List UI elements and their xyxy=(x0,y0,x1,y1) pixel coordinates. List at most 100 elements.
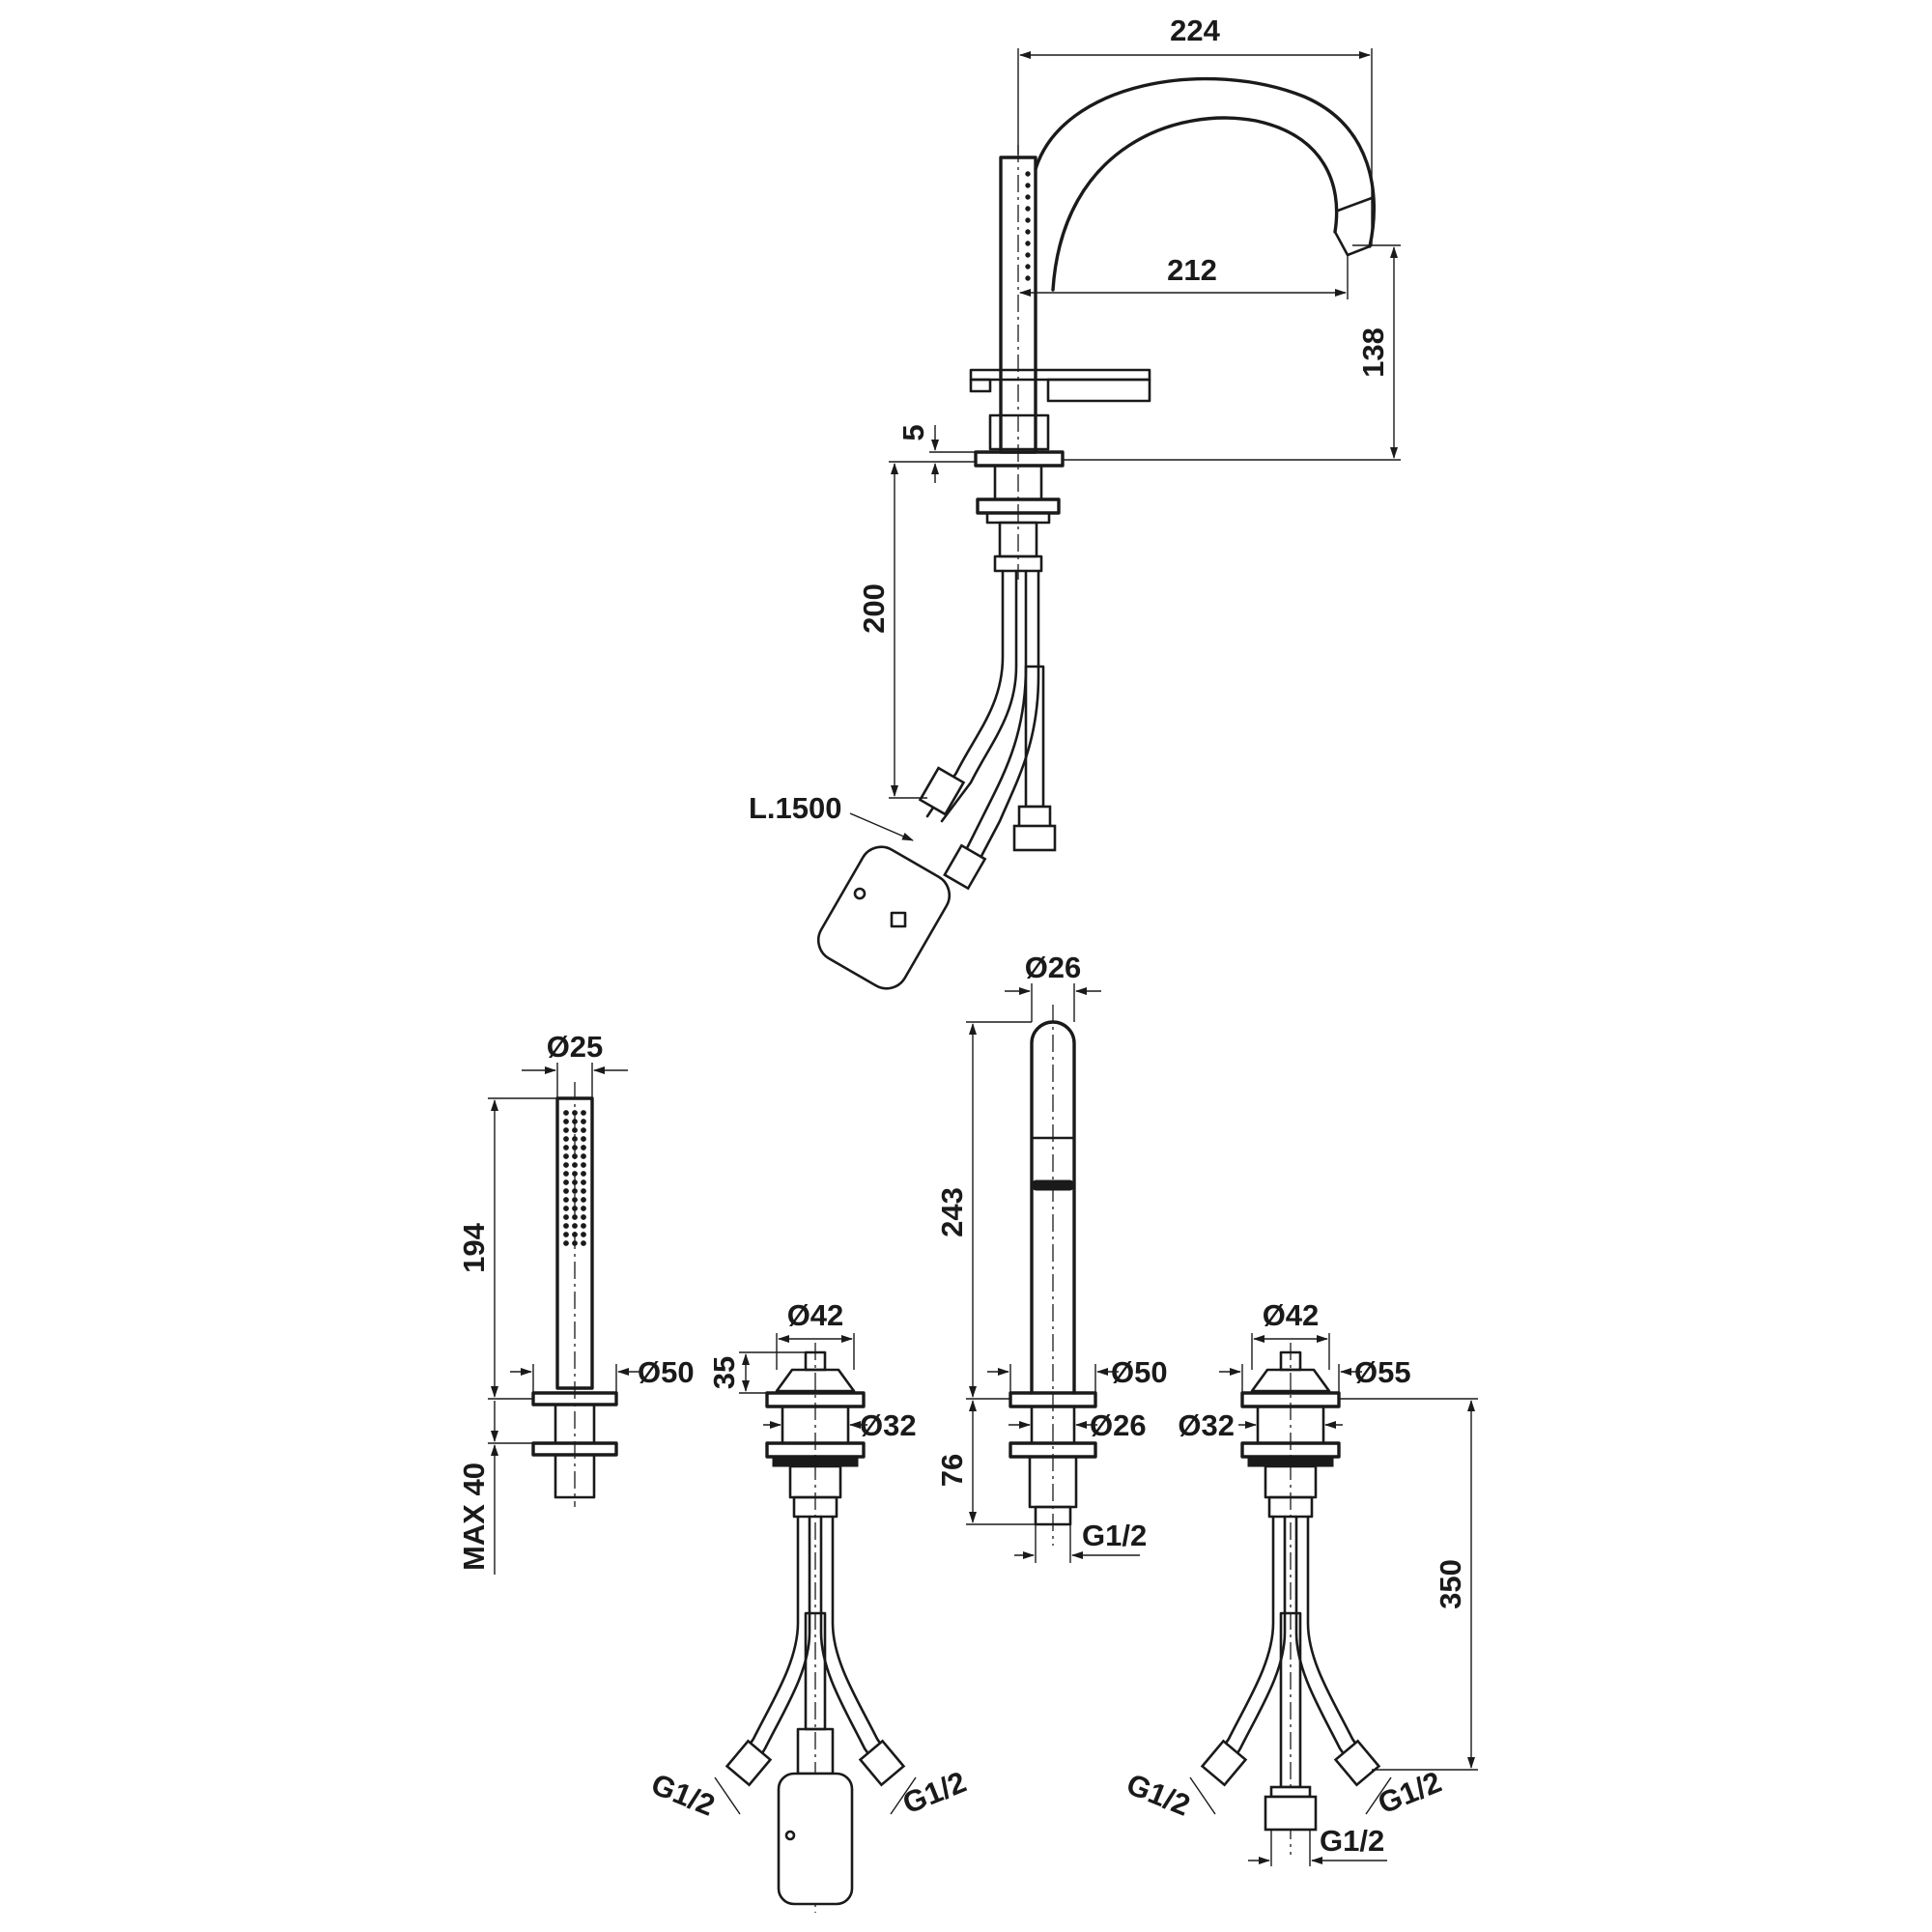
dim-label-212: 212 xyxy=(1167,253,1217,287)
dim-label-shower-base: Ø50 xyxy=(638,1355,695,1389)
spray-hole xyxy=(563,1240,569,1246)
spray-hole xyxy=(581,1214,586,1220)
left-valve-cartridge-mark xyxy=(784,1830,796,1841)
dim-label-5: 5 xyxy=(896,424,930,440)
hose-length-leader xyxy=(849,812,914,841)
left-valve-assembly: Ø42 35 Ø32 G1/2 G1/2 xyxy=(646,1298,971,1913)
dim-label-spout-base: Ø50 xyxy=(1111,1355,1168,1389)
left-valve-nut-a xyxy=(724,1739,773,1787)
shower-holder-shank xyxy=(554,1453,596,1499)
spray-hole xyxy=(581,1171,586,1177)
deck-plate xyxy=(969,368,1151,382)
right-valve-hose-a2 xyxy=(1233,1515,1287,1760)
right-valve-hose-b1 xyxy=(1294,1515,1349,1760)
spray-hole xyxy=(563,1223,569,1229)
right-valve-nut-c-top xyxy=(1269,1785,1312,1799)
spray-hole xyxy=(572,1240,578,1246)
hose-nut-left xyxy=(918,766,966,816)
right-valve-cap xyxy=(1250,1368,1331,1393)
spray-hole xyxy=(581,1145,586,1151)
spray-hole xyxy=(572,1110,578,1116)
dim-label-left-shank: Ø32 xyxy=(860,1408,917,1442)
spray-hole xyxy=(572,1119,578,1124)
mixer-collar xyxy=(988,413,1050,451)
spray-hole xyxy=(572,1188,578,1194)
spray-hole xyxy=(581,1232,586,1237)
spray-hole xyxy=(581,1110,586,1116)
spout-tip-band xyxy=(1336,196,1374,213)
spray-hole xyxy=(563,1162,569,1168)
right-valve-fitting xyxy=(1267,1495,1314,1519)
dim-label-spout-diameter: Ø26 xyxy=(1025,951,1082,984)
left-valve-nut-b xyxy=(858,1739,906,1787)
spray-hole xyxy=(563,1136,569,1142)
spray-hole xyxy=(572,1127,578,1133)
left-valve-cartridge xyxy=(777,1772,854,1906)
dim-label-138: 138 xyxy=(1356,327,1390,378)
spray-hole xyxy=(581,1127,586,1133)
diverter-port xyxy=(890,911,907,928)
spray-hole xyxy=(572,1136,578,1142)
spray-hole xyxy=(581,1162,586,1168)
dim-label-spout-thread: G1/2 xyxy=(1082,1519,1147,1552)
spray-hole xyxy=(563,1145,569,1151)
spray-hole xyxy=(581,1197,586,1203)
spray-hole xyxy=(581,1153,586,1159)
spray-hole xyxy=(581,1223,586,1229)
spray-hole xyxy=(563,1153,569,1159)
spray-hole xyxy=(572,1171,578,1177)
dim-label-right-thread-c: G1/2 xyxy=(1320,1824,1384,1858)
hose-nut-mid xyxy=(943,843,987,891)
dim-label-right-base: Ø55 xyxy=(1354,1355,1411,1389)
mixer-assembly: 224 212 138 5 200 L.1500 xyxy=(749,14,1401,990)
dim-label-spout-neck: Ø26 xyxy=(1090,1408,1147,1442)
spray-hole xyxy=(572,1145,578,1151)
spray-hole xyxy=(563,1214,569,1220)
diverter-screw xyxy=(853,887,867,900)
dim-label-right-cap: Ø42 xyxy=(1263,1298,1320,1332)
dim-label-200: 200 xyxy=(857,583,891,634)
spray-hole xyxy=(563,1179,569,1185)
spray-hole xyxy=(563,1119,569,1124)
dim-label-350: 350 xyxy=(1434,1559,1467,1609)
spout-tip xyxy=(1333,230,1372,257)
dim-label-194: 194 xyxy=(457,1222,491,1272)
left-valve-hose-a2 xyxy=(757,1515,811,1760)
spray-hole xyxy=(581,1136,586,1142)
spray-hole xyxy=(572,1162,578,1168)
spray-hole xyxy=(572,1232,578,1237)
hose-nut-right-hex xyxy=(1012,824,1057,852)
spout-thread xyxy=(1034,1505,1072,1526)
diverter-cartridge xyxy=(816,845,952,990)
right-valve-assembly: Ø42 Ø55 Ø32 350 G1/2 G1/2 G1/2 xyxy=(1122,1298,1478,1866)
dim-label-left-spindle: 35 xyxy=(707,1356,741,1389)
right-valve-nut-c xyxy=(1264,1795,1318,1832)
hose-left-inner xyxy=(940,569,1018,823)
spray-hole xyxy=(581,1206,586,1211)
dim-label-243: 243 xyxy=(935,1187,969,1237)
hand-shower-spray-dots xyxy=(563,1110,586,1246)
spray-hole xyxy=(563,1110,569,1116)
spray-hole xyxy=(581,1188,586,1194)
dim-label-right-thread-b: G1/2 xyxy=(1374,1765,1446,1821)
spout-inner-curve xyxy=(1051,116,1339,292)
spray-hole xyxy=(572,1223,578,1229)
mixer-spray-dots xyxy=(1025,171,1031,281)
hose-left-outer xyxy=(925,569,1005,818)
left-valve-hose-b2 xyxy=(831,1515,887,1752)
spray-hole xyxy=(563,1188,569,1194)
dim-label-76: 76 xyxy=(935,1454,969,1487)
spray-hole xyxy=(581,1240,586,1246)
left-valve-cap xyxy=(775,1368,856,1393)
lever-stub xyxy=(969,378,992,393)
dim-label-max-40: MAX 40 xyxy=(457,1463,491,1571)
spray-hole xyxy=(572,1214,578,1220)
dim-label-224: 224 xyxy=(1170,14,1220,47)
spray-hole xyxy=(563,1197,569,1203)
dim-label-right-shank: Ø32 xyxy=(1178,1408,1235,1442)
hose-right xyxy=(1024,665,1045,809)
spray-hole xyxy=(572,1179,578,1185)
right-valve-nut-b xyxy=(1333,1739,1381,1787)
spray-hole xyxy=(572,1197,578,1203)
dim-label-left-thread-b: G1/2 xyxy=(898,1765,971,1821)
